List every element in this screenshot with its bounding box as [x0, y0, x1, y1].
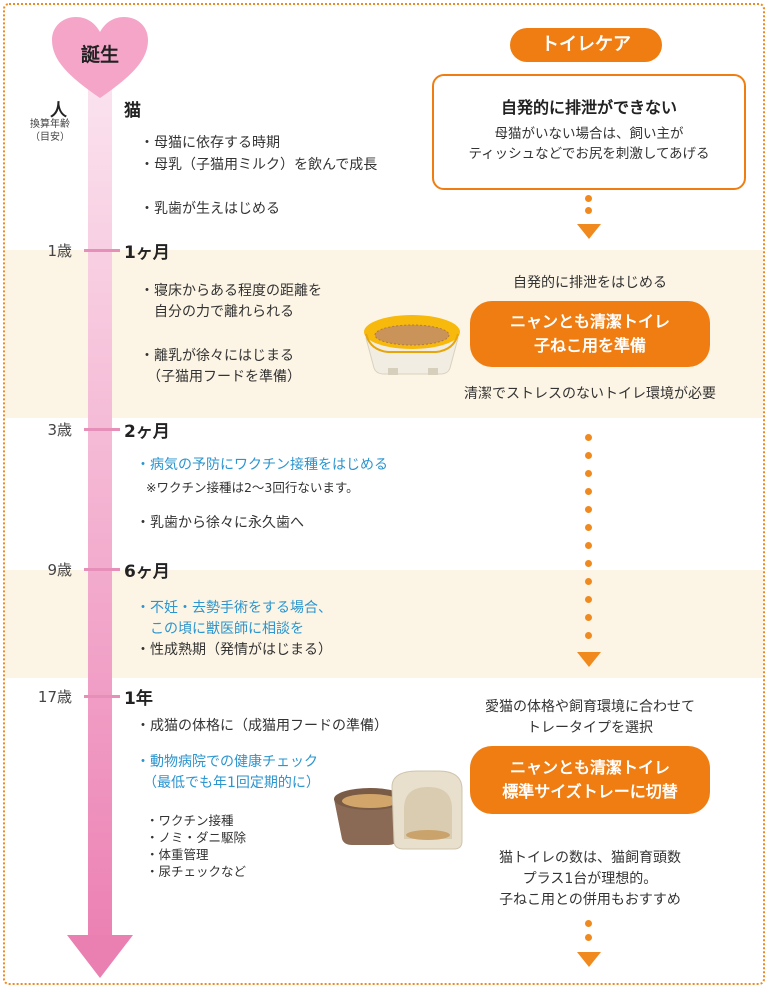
care-box-1-title: 自発的に排泄ができない	[500, 98, 677, 117]
toilet-care-title: トイレケア	[510, 28, 662, 62]
cat-age-3: 6ヶ月	[124, 562, 170, 582]
connector-dot	[585, 506, 592, 513]
stage1-item0: ・寝床からある程度の距離を 自分の力で離れられる	[140, 283, 322, 320]
connector-dot	[585, 470, 592, 477]
band-6-month	[5, 570, 763, 678]
stage4-item2: ・ワクチン接種 ・ノミ・ダニ駆除 ・体重管理 ・尿チェックなど	[146, 813, 247, 879]
stage4-item0: ・成猫の体格に（成猫用フードの準備）	[136, 718, 388, 734]
tick-2	[84, 428, 120, 431]
connector-dot	[585, 596, 592, 603]
stage2-item1: ※ワクチン接種は2～3回行ないます。	[146, 480, 359, 495]
human-age-9: 9歳	[47, 561, 72, 579]
birth-label: 誕生	[80, 44, 119, 66]
human-note: 換算年齢 （目安）	[30, 119, 70, 143]
step3-pill: ニャンとも清潔トイレ 標準サイズトレーに切替	[470, 746, 710, 814]
care-box-1-text: 母猫がいない場合は、飼い主が ティッシュなどでお尻を刺激してあげる	[468, 126, 710, 162]
connector-dot	[585, 207, 592, 214]
step2-top-text: 自発的に排泄をはじめる	[513, 275, 667, 291]
connector-dot	[585, 560, 592, 567]
stage4-item1: ・動物病院での健康チェック （最低でも年1回定期的に）	[136, 754, 320, 791]
stage2-item2: ・乳歯から徐々に永久歯へ	[136, 515, 304, 531]
stage1-item1: ・離乳が徐々にはじまる （子猫用フードを準備）	[140, 348, 301, 385]
connector-dot	[585, 195, 592, 202]
stage0-item0: ・母猫に依存する時期	[140, 135, 280, 151]
human-label: 人	[50, 101, 67, 121]
connector-dot	[585, 632, 592, 639]
connector-dot	[585, 524, 592, 531]
connector-dot	[585, 578, 592, 585]
timeline-arrow	[67, 70, 133, 978]
stage2-item0: ・病気の予防にワクチン接種をはじめる	[136, 457, 388, 473]
connector-dot	[585, 488, 592, 495]
kitten-litter-tray-image	[364, 315, 460, 375]
step3-top-text: 愛猫の体格や飼育環境に合わせて トレータイプを選択	[485, 699, 695, 736]
stage3-item1: ・性成熟期（発情がはじまる）	[136, 642, 332, 658]
stage3-item0: ・不妊・去勢手術をする場合、 この頃に獣医師に相談を	[136, 600, 332, 637]
connector-dot	[585, 452, 592, 459]
step3-bottom-text: 猫トイレの数は、猫飼育頭数 プラス1台が理想的。 子ねこ用との併用もおすすめ	[499, 850, 681, 908]
connector-dot	[585, 542, 592, 549]
connector-dot	[585, 434, 592, 441]
connector-dot	[585, 934, 592, 941]
tick-3	[84, 568, 120, 571]
connector-arrow	[577, 952, 601, 967]
connector-arrow	[577, 224, 601, 239]
dotted-border	[3, 3, 765, 985]
connector-dot	[585, 920, 592, 927]
human-age-3: 3歳	[47, 421, 72, 439]
stage0-item1: ・母乳（子猫用ミルク）を飲んで成長	[140, 157, 378, 173]
cat-age-1: 1ヶ月	[124, 243, 170, 263]
cat-label: 猫	[124, 101, 141, 121]
tick-4	[84, 695, 120, 698]
standard-litter-boxes-image	[334, 770, 463, 850]
step2-bottom-text: 清潔でストレスのないトイレ環境が必要	[464, 386, 716, 402]
human-age-17: 17歳	[37, 688, 72, 706]
cat-age-4: 1年	[124, 689, 153, 709]
cat-age-2: 2ヶ月	[124, 422, 170, 442]
step2-pill: ニャンとも清潔トイレ 子ねこ用を準備	[470, 301, 710, 367]
connector-arrow	[577, 652, 601, 667]
tick-1	[84, 249, 120, 252]
care-box-1: 自発的に排泄ができない 母猫がいない場合は、飼い主が ティッシュなどでお尻を刺激…	[432, 74, 746, 190]
human-age-1: 1歳	[47, 242, 72, 260]
stage0-item2: ・乳歯が生えはじめる	[140, 201, 280, 217]
heart-icon	[52, 17, 148, 98]
connector-dot	[585, 614, 592, 621]
